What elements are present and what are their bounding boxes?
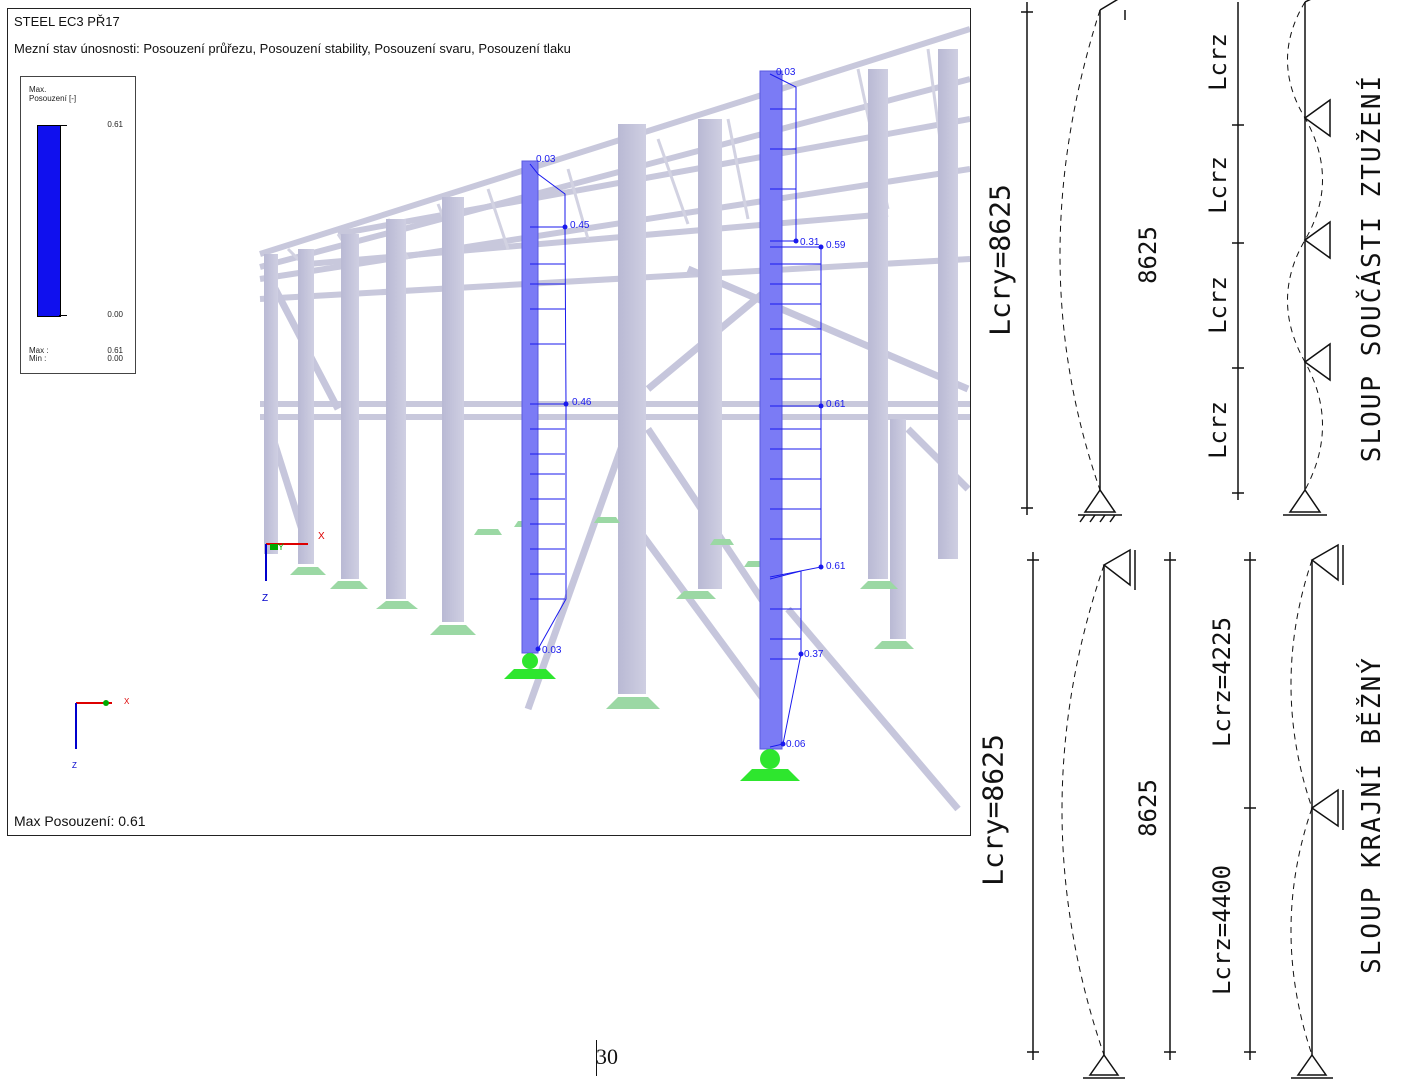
column-2[interactable]: [759, 70, 783, 750]
lcrz-bottom-label: Lcrz=4400: [1208, 864, 1236, 996]
value-label: 0.46: [572, 397, 592, 408]
axis-z-label: Z: [262, 593, 269, 604]
lcrz-top-label: Lcrz=4225: [1208, 616, 1236, 748]
model-subtitle: Mezní stav únosnosti: Posouzení průřezu,…: [14, 41, 571, 56]
axis-gizmo-small: [75, 700, 112, 749]
page-divider: [596, 1040, 597, 1076]
page-number: 30: [596, 1044, 618, 1069]
legend-bottom-value: 0.00: [107, 310, 123, 319]
model-title: STEEL EC3 PŘ17: [14, 14, 120, 29]
lcrz-seg-3: Lcrz: [1204, 276, 1232, 334]
small-axis-x-label: X: [124, 697, 130, 706]
value-label: 0.37: [804, 649, 824, 660]
length-bottom: 8625: [1134, 779, 1162, 837]
small-axis-z-label: Z: [72, 761, 77, 770]
max-check-footer: Max Posouzení: 0.61: [14, 813, 146, 829]
structure-viewport[interactable]: STEEL EC3 PŘ17 Mezní stav únosnosti: Pos…: [7, 8, 971, 836]
columns: [264, 49, 958, 694]
legend-line1: Max.: [29, 85, 47, 94]
legend-max-value: 0.61: [107, 346, 123, 355]
lcrz-seg-1: Lcrz: [1204, 33, 1232, 91]
value-label: 0.03: [536, 154, 556, 165]
legend-line2: Posouzení [-]: [29, 94, 77, 103]
legend-min-value: 0.00: [107, 354, 123, 363]
lcrz-seg-2: Lcrz: [1204, 156, 1232, 214]
caption-edge-column: SLOUP KRAJNÍ BĚŽNÝ: [1357, 656, 1387, 974]
legend-bar: [37, 125, 61, 317]
value-label: 0.31: [800, 237, 820, 248]
axis-x-label: X: [318, 531, 325, 542]
value-label: 0.59: [826, 240, 846, 251]
value-label: 0.03: [542, 645, 562, 656]
highlight-supports: [504, 653, 800, 781]
structure-model: [75, 26, 970, 812]
value-label: 0.61: [826, 399, 846, 410]
axis-gizmo: [265, 543, 308, 581]
length-top: 8625: [1134, 226, 1162, 284]
supports: [290, 517, 914, 709]
axis-y-label: Y: [278, 542, 285, 552]
lcry-label-bottom: Lcry=8625: [976, 734, 1010, 886]
lcrz-seg-4: Lcrz: [1204, 401, 1232, 459]
legend-top-value: 0.61: [107, 120, 123, 129]
color-legend: Max. Posouzení [-] 0.61 0.00 Max : Min :…: [20, 76, 136, 374]
value-label: 0.61: [826, 561, 846, 572]
legend-min-label: Min :: [29, 354, 47, 363]
value-label: 0.06: [786, 739, 806, 750]
lcry-label-top: Lcry=8625: [983, 184, 1017, 336]
legend-max-label: Max :: [29, 346, 49, 355]
value-label: 0.03: [776, 67, 796, 78]
roof-trusses: [259, 26, 970, 420]
column-1[interactable]: [521, 160, 539, 654]
value-label: 0.45: [570, 220, 590, 231]
caption-bracing-column: SLOUP SOUČÁSTI ZTUŽENÍ: [1357, 73, 1387, 463]
result-diagram-2: [769, 73, 822, 748]
